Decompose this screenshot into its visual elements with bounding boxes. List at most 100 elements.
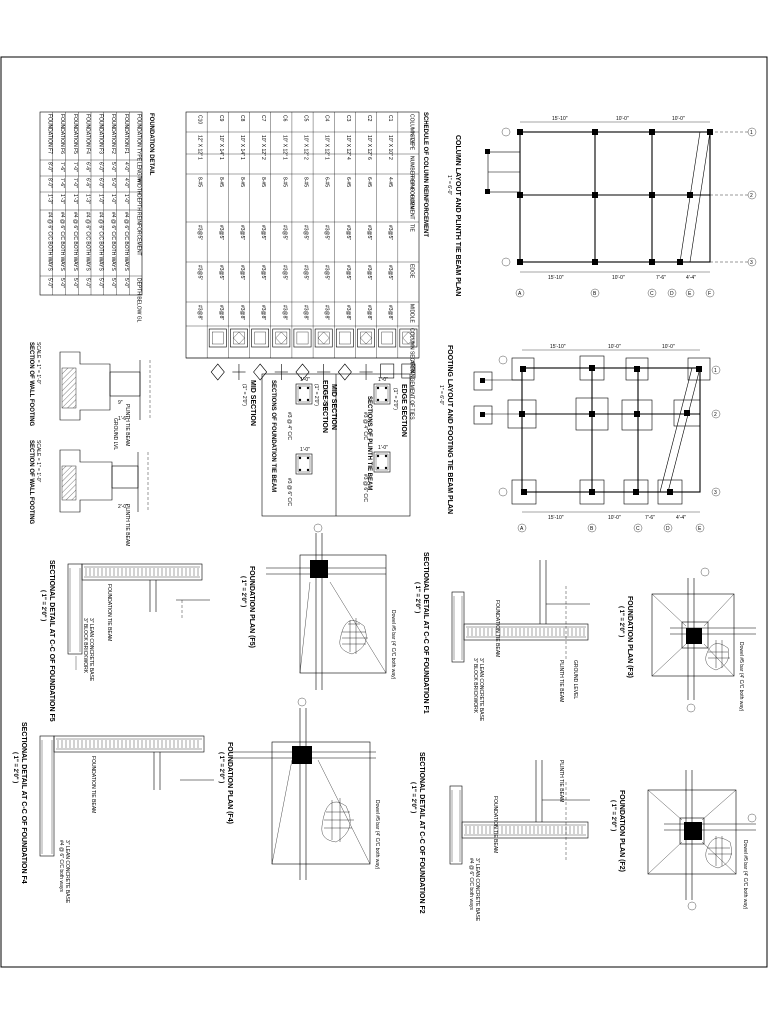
foundation-cell: FOUNDATION F2 <box>110 114 116 154</box>
foundation-detail-schedule: FOUNDATION DETAIL FOUNDATION TYPELENGTHW… <box>39 111 154 323</box>
foundation-cell: FOUNDATION F3 <box>97 114 103 154</box>
schedule-cell: #3@5" <box>197 225 203 240</box>
svg-text:9": 9" <box>118 400 123 406</box>
svg-text:FOUNDATION TIE BEAM: FOUNDATION TIE BEAM <box>492 796 498 853</box>
svg-text:3" LEAN CONCRETE BASE: 3" LEAN CONCRETE BASE <box>474 858 480 922</box>
schedule-cell: 6-#5 <box>345 177 351 187</box>
svg-text:GROUND LEVEL: GROUND LEVEL <box>572 660 578 699</box>
schedule-cell: #3@5" <box>324 265 330 280</box>
schedule-header: MIDDLE <box>408 304 414 324</box>
sectional-detail-f2: SECTIONAL DETAIL AT C-C OF FOUNDATION F2… <box>410 752 590 922</box>
schedule-cell: C9 <box>218 115 224 122</box>
svg-text:#4 @ 6" C/C both ways: #4 @ 6" C/C both ways <box>58 840 64 892</box>
beam-sections-panel: EDGE SECTION (1" = 2'0") MID SECTION (1"… <box>241 373 411 517</box>
tie-arrangement-icon <box>295 363 310 381</box>
foundation-plan-f2: FOUNDATION PLAN (F2) ( 1" = 2'0" ) Dowel… <box>610 770 757 911</box>
foundation-cell: 4'-0" <box>123 178 129 188</box>
schedule-cell: #3@5" <box>281 265 287 280</box>
sectional-detail-f4-title: SECTIONAL DETAIL AT C-C OF FOUNDATION F4 <box>20 722 27 884</box>
edge-section-title-plinth: EDGE SECTION <box>400 384 407 437</box>
svg-text:B: B <box>590 526 594 532</box>
svg-text:Dowel #5 bar (4' C/C both way): Dowel #5 bar (4' C/C both way) <box>390 610 396 680</box>
svg-text:10'-0": 10'-0" <box>608 344 621 350</box>
schedule-cell: 10" X 12" <box>324 135 330 156</box>
svg-text:3: 3 <box>750 260 753 266</box>
svg-text:Dowel #5 bar (4' C/C both way): Dowel #5 bar (4' C/C both way) <box>374 800 380 870</box>
foundation-cell: 5'-0" <box>46 278 52 288</box>
foundation-cell: 1'-0" <box>123 194 129 204</box>
svg-text:(1" = 2'0"): (1" = 2'0") <box>313 384 319 406</box>
schedule-header: COLUMN SECTION <box>408 328 414 374</box>
schedule-cell: 6 <box>366 157 372 160</box>
foundation-cell: 7'-6" <box>59 162 65 172</box>
schedule-cell: #3@5" <box>218 265 224 280</box>
column-layout-plan: COLUMN LAYOUT AND PLINTH TIE BEAM PLAN 1… <box>446 116 757 298</box>
foundation-header: LENGTH <box>136 162 142 183</box>
svg-text:10'-0": 10'-0" <box>608 515 621 521</box>
foundation-cell: #4 @ 6" C/C BOTH WAYS <box>72 212 78 271</box>
svg-text:PLINTH TIE BEAM: PLINTH TIE BEAM <box>558 660 564 702</box>
column-section-icon <box>208 328 227 348</box>
svg-text:FOUNDATION TIE BEAM: FOUNDATION TIE BEAM <box>106 584 112 641</box>
schedule-cell: #3@8" <box>387 305 393 320</box>
column-section-icon <box>230 328 248 348</box>
sectional-detail-f5-title: SECTIONAL DETAIL AT C-C OF FOUNDATION F5 <box>48 560 55 722</box>
dim-bottom-1: 15'-10" <box>548 275 564 281</box>
schedule-cell: C2 <box>366 115 372 122</box>
svg-text:2'-0": 2'-0" <box>118 504 128 510</box>
svg-text:C: C <box>650 291 654 297</box>
svg-text:#3 @ 6" C/C: #3 @ 6" C/C <box>362 474 368 502</box>
schedule-cell: 2 <box>303 157 309 160</box>
schedule-cell: 1 <box>281 157 287 160</box>
beam-section-drawings <box>295 383 391 475</box>
foundation-cell: 1'-0" <box>97 194 103 204</box>
foundation-beam-sections-title: SECTIONS OF FOUNDATION TIE BEAM <box>270 380 276 492</box>
schedule-cell: #3@8" <box>366 305 372 320</box>
schedule-cell: #3@8" <box>260 305 266 320</box>
schedule-header: NUMBER OF COLUMN <box>408 156 414 209</box>
schedule-cell: 10" X 12" <box>260 135 266 156</box>
svg-text:1: 1 <box>714 368 717 374</box>
svg-text:1'-0": 1'-0" <box>300 377 310 383</box>
foundation-header: REINFORCEMENT <box>136 212 142 256</box>
column-layout-scale: 1" = 6'-0" <box>446 175 452 195</box>
foundation-cell: 1'-3" <box>46 194 52 204</box>
column-section-icon <box>357 328 375 348</box>
svg-text:3" LEAN CONCRETE BASE: 3" LEAN CONCRETE BASE <box>64 840 70 904</box>
schedule-cell: #3@8" <box>197 305 203 320</box>
schedule-header: SIZE <box>408 134 414 146</box>
foundation-cell: #4 @ 6" C/C BOTH WAYS <box>59 212 65 271</box>
svg-text:7'-6": 7'-6" <box>645 515 655 521</box>
svg-text:A: A <box>518 291 522 297</box>
foundation-cell: 5'-0" <box>110 162 116 172</box>
column-plan-diagonal-beam <box>689 131 711 263</box>
schedule-cell: 10" X 12" <box>281 135 287 156</box>
schedule-cell: #3@8" <box>281 305 287 320</box>
foundation-cell: 5'-0" <box>59 278 65 288</box>
schedule-cell: 10" X 10" <box>387 135 393 156</box>
svg-text:F: F <box>708 291 711 297</box>
column-section-icon <box>314 328 333 348</box>
foundation-header: WIDTH <box>136 178 142 195</box>
svg-text:10'-0": 10'-0" <box>662 344 675 350</box>
foundation-cell: FOUNDATION F6 <box>59 114 65 154</box>
column-section-icon <box>293 328 312 348</box>
schedule-cell: C3 <box>345 115 351 122</box>
foundation-cell: 5'-0" <box>72 278 78 288</box>
foundation-cell: 6'-6" <box>85 178 91 188</box>
schedule-cell: #3@5" <box>366 265 372 280</box>
foundation-cell: 6'-0" <box>97 162 103 172</box>
svg-text:GROUND LVL: GROUND LVL <box>112 418 118 450</box>
tie-arrangement-icon <box>210 363 225 381</box>
foundation-cell: 6'-6" <box>85 162 91 172</box>
wall-footing-title-2: SECTION OF WALL FOOTING <box>28 440 34 525</box>
schedule-cell: 4-#5 <box>387 177 393 187</box>
dim-top-3: 10'-0" <box>672 116 685 122</box>
schedule-cell: 10" X 14" <box>239 135 245 156</box>
mid-section-title-foundation: MID SECTION <box>249 380 256 426</box>
foundation-cell: 6'-0" <box>97 178 103 188</box>
foundation-cell: #4 @ 6" C/C BOTH WAYS <box>110 212 116 271</box>
svg-text:1'-0": 1'-0" <box>378 445 388 451</box>
schedule-cell: 8-#5 <box>239 177 245 187</box>
